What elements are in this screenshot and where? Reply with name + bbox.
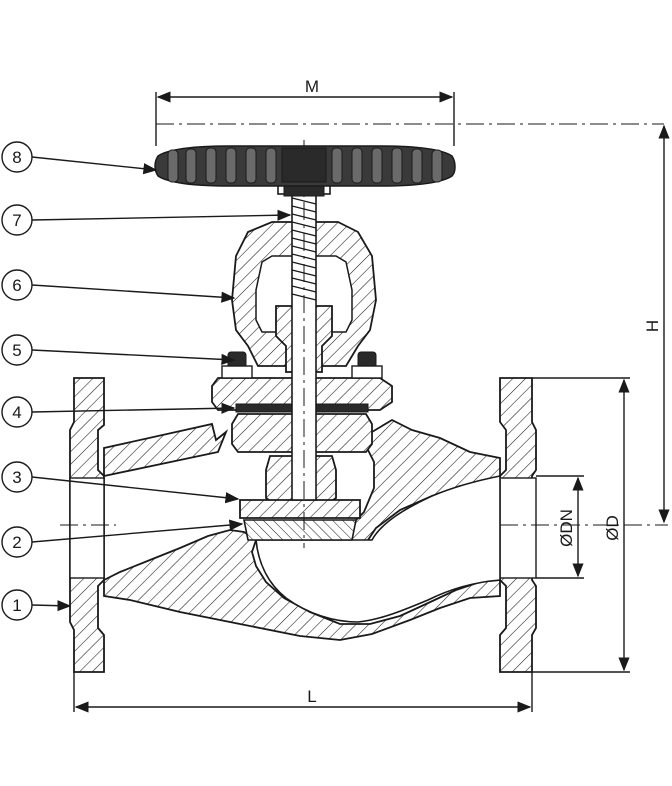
dimension-label-l: L (307, 687, 316, 706)
callout-1: 1 (1, 589, 72, 621)
handwheel (154, 145, 456, 187)
callout-number: 4 (12, 403, 21, 422)
callout-6: 6 (1, 269, 236, 303)
dimension-label-d: ØD (603, 515, 622, 541)
callout-number: 8 (12, 148, 21, 167)
valve-internals (211, 140, 393, 548)
callout-2: 2 (1, 519, 244, 558)
callout-8: 8 (1, 141, 158, 175)
callout-number: 2 (12, 533, 21, 552)
callouts: 8 7 6 5 4 3 2 (1, 141, 292, 621)
callout-number: 5 (12, 341, 21, 360)
dimension-labels: M H ØDN ØD L (305, 77, 662, 706)
callout-number: 7 (12, 211, 21, 230)
callout-7: 7 (1, 204, 292, 236)
callout-number: 1 (12, 596, 21, 615)
callout-4: 4 (1, 396, 236, 428)
callout-number: 6 (12, 276, 21, 295)
dimension-lines (60, 91, 670, 713)
callout-5: 5 (1, 334, 236, 366)
bonnet-bolt-right (351, 351, 383, 379)
callout-3: 3 (1, 461, 240, 504)
dimension-label-dn: ØDN (557, 509, 576, 547)
bonnet-bolt-left (221, 351, 253, 379)
valve-body (69, 377, 537, 673)
dimension-label-m: M (305, 77, 319, 96)
callout-number: 3 (12, 468, 21, 487)
dimension-label-h: H (643, 320, 662, 332)
